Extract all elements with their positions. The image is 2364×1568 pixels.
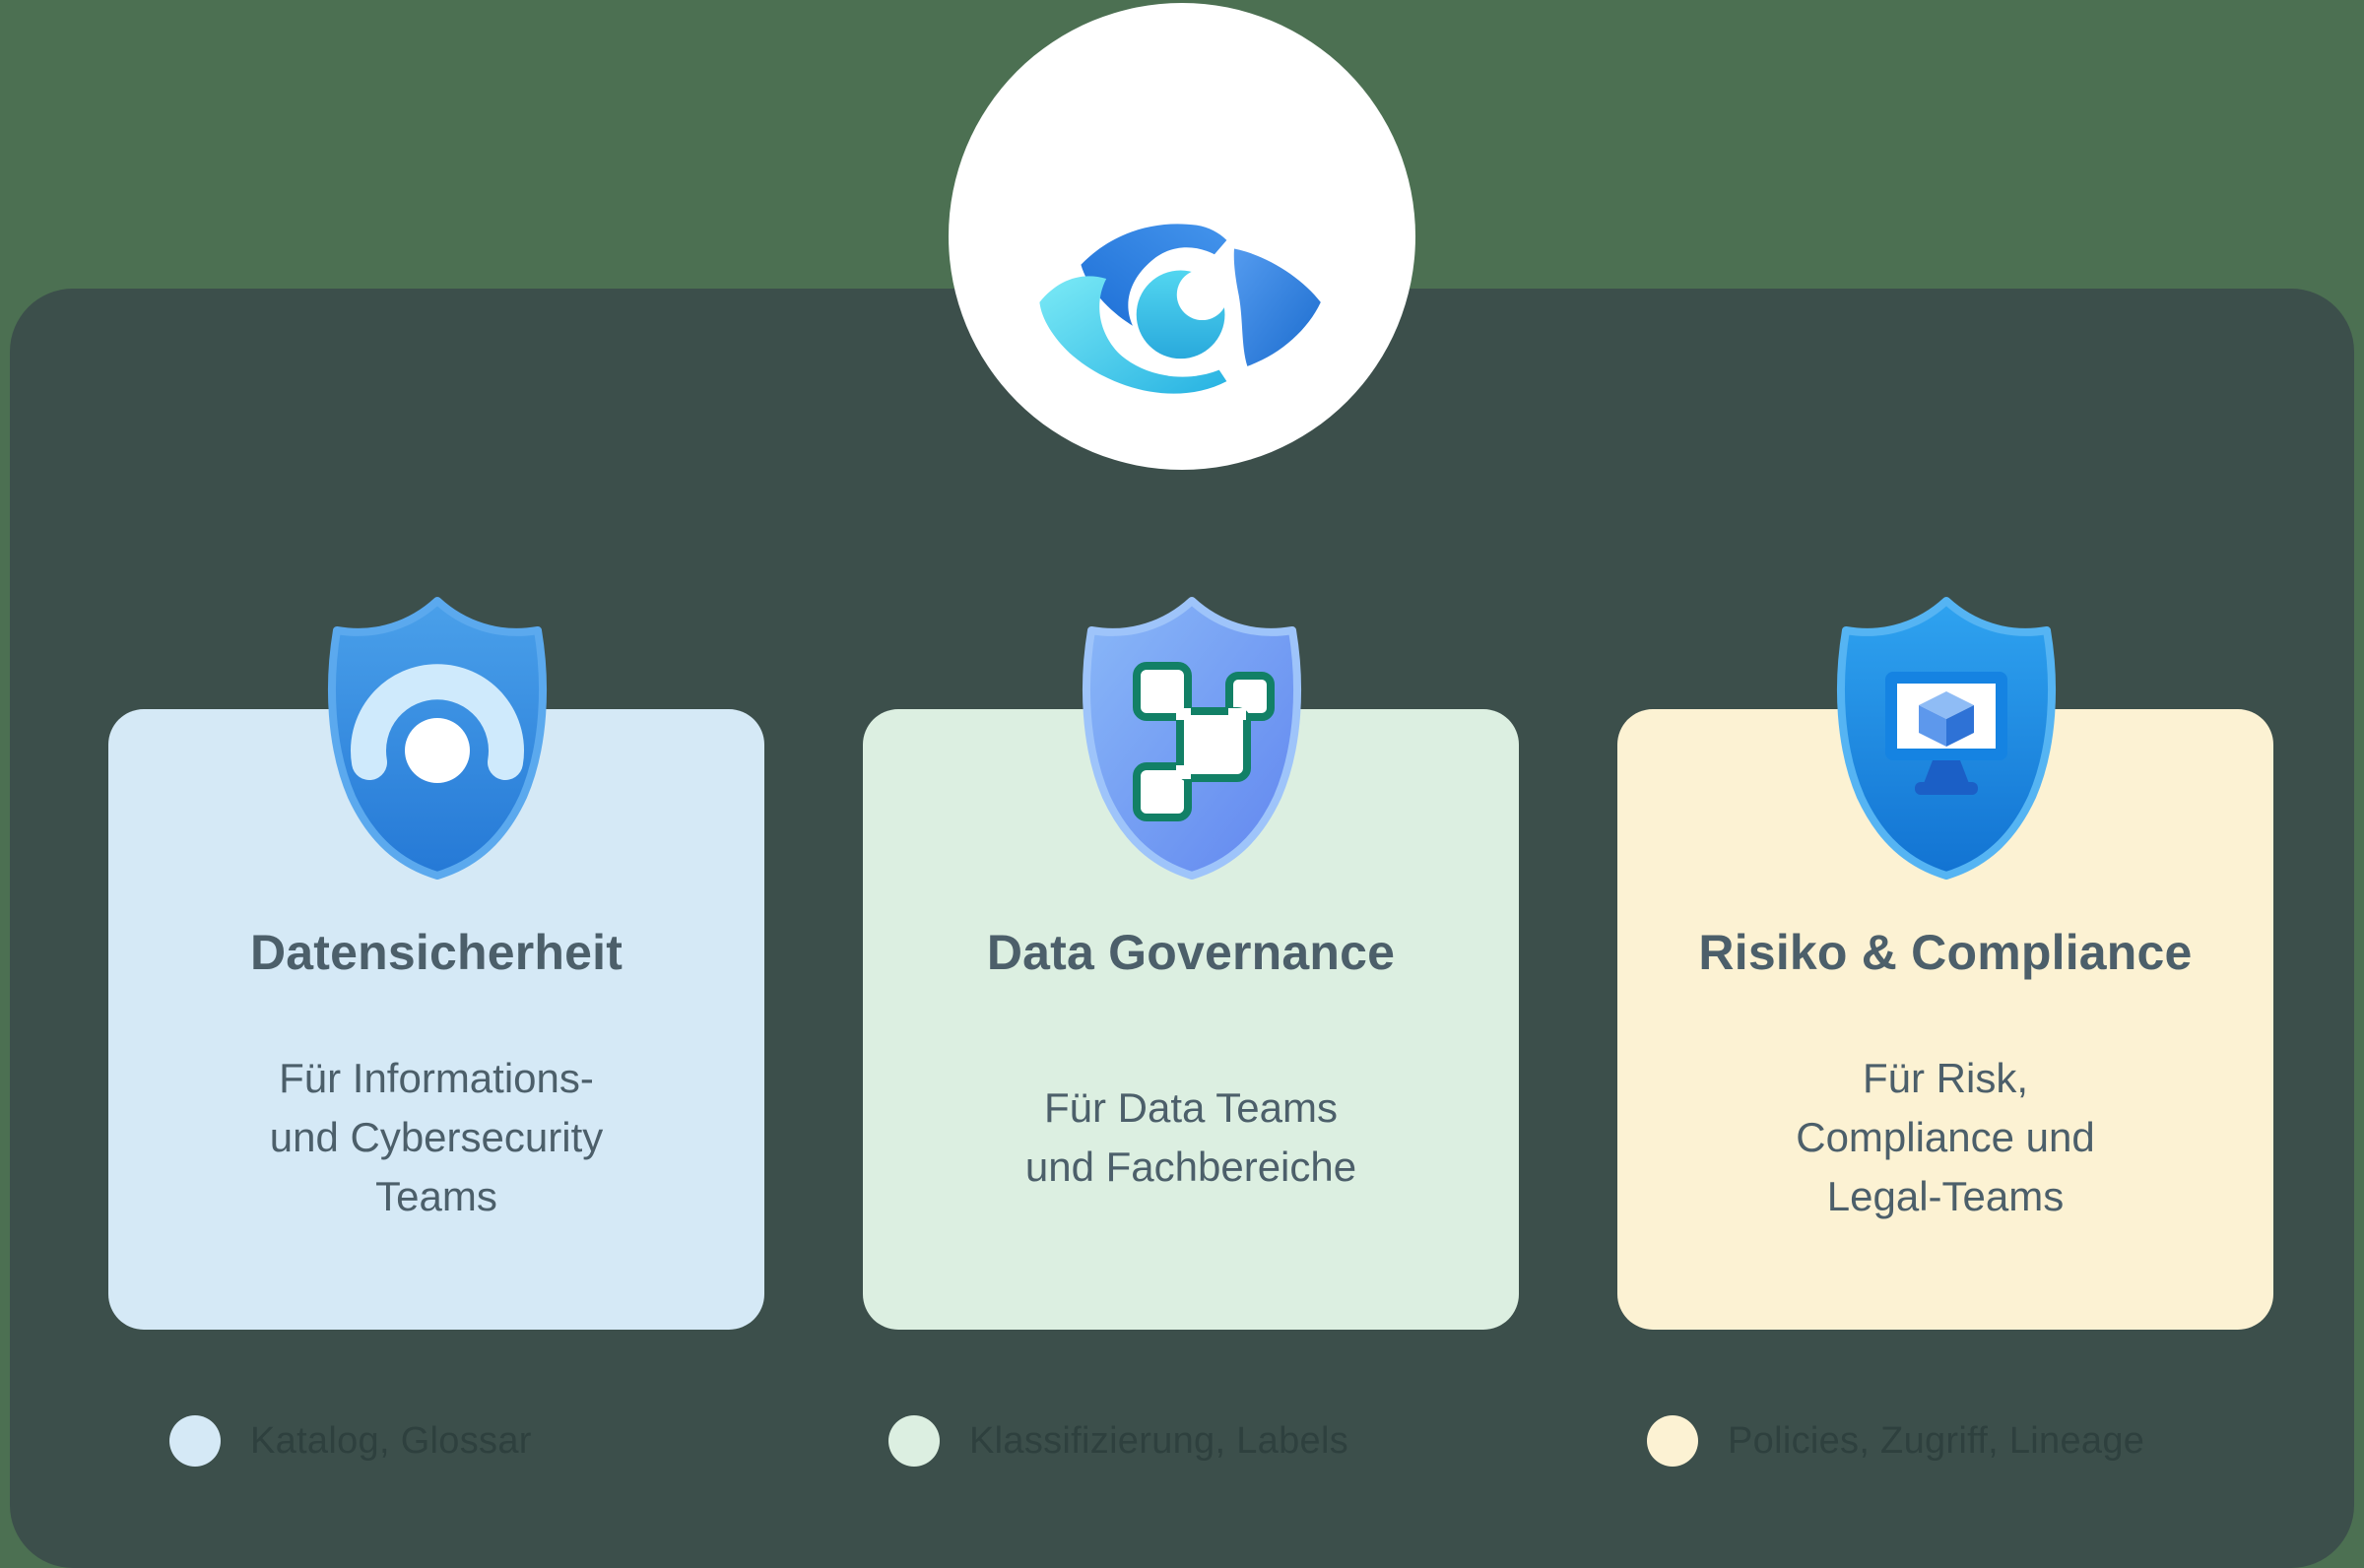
purview-eye-icon	[1039, 224, 1321, 394]
card-description: Für Risk, Compliance und Legal-Teams	[1796, 1054, 2095, 1220]
legend-dot	[169, 1415, 221, 1467]
card-title: Datensicherheit	[249, 925, 624, 980]
security-shield-gauge-icon	[327, 597, 548, 880]
card-data-governance: Data Governance Für Data Teams und Fachb…	[863, 709, 1519, 1330]
legend-dot	[888, 1415, 940, 1467]
legend-label: Katalog, Glossar	[250, 1419, 532, 1462]
card-title: Risiko & Compliance	[1698, 925, 2193, 980]
legend-item: Klassifizierung, Labels	[888, 1413, 1348, 1469]
legend-label: Klassifizierung, Labels	[969, 1419, 1348, 1462]
legend-dot	[1647, 1415, 1698, 1467]
compliance-shield-monitor-icon	[1836, 597, 2057, 880]
card-title: Data Governance	[986, 925, 1396, 980]
legend-item: Katalog, Glossar	[169, 1413, 532, 1469]
card-description: Für Informations- und Cybersecurity Team…	[269, 1054, 604, 1220]
legend-label: Policies, Zugriff, Lineage	[1728, 1419, 2145, 1462]
governance-shield-blocks-icon	[1082, 597, 1302, 880]
card-description: Für Data Teams und Fachbereiche	[1024, 1083, 1357, 1190]
legend-item: Policies, Zugriff, Lineage	[1647, 1413, 2144, 1469]
